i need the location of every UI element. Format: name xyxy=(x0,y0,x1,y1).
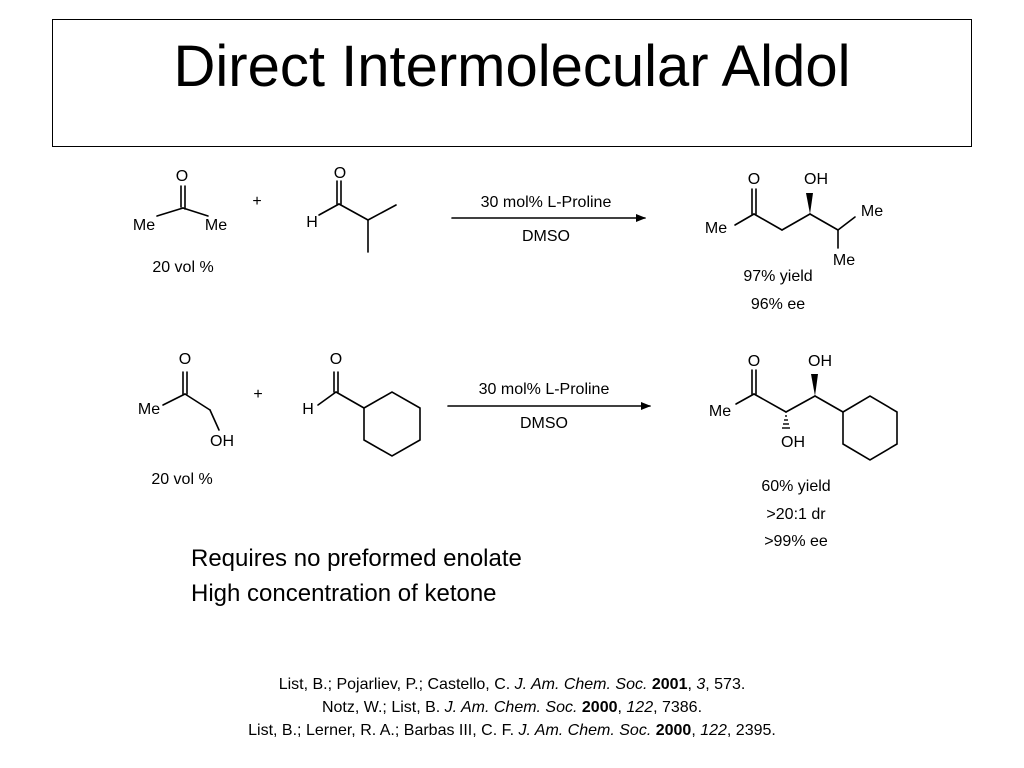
reference-year: 2000 xyxy=(581,699,618,716)
reference-authors: List, B.; Lerner, R. A.; Barbas III, C. … xyxy=(248,722,515,739)
reference-volume: 3 xyxy=(696,676,706,693)
product-1-oh-label: OH xyxy=(804,171,828,188)
note-line: High concentration of ketone xyxy=(191,580,497,607)
solvent-label-2: DMSO xyxy=(520,415,568,432)
product-1-me-bottom-label: Me xyxy=(833,252,855,269)
cyclohexanecarboxaldehyde-structure xyxy=(317,371,421,457)
product-2-oh-bottom-label: OH xyxy=(781,434,805,451)
reference-pages: , 7386. xyxy=(653,699,703,716)
reference-line: Notz, W.; List, B. J. Am. Chem. Soc. 200… xyxy=(321,699,703,716)
reference-line: List, B.; Lerner, R. A.; Barbas III, C. … xyxy=(248,722,776,739)
references: List, B.; Pojarliev, P.; Castello, C. J.… xyxy=(0,673,1024,742)
result-1-ee: 96% ee xyxy=(751,296,805,313)
catalyst-label-1: 30 mol% L-Proline xyxy=(481,194,612,211)
product-2-me-label: Me xyxy=(709,403,731,420)
hash-bond xyxy=(782,415,790,429)
ketone-amount-2: 20 vol % xyxy=(151,471,212,488)
note-line: Requires no preformed enolate xyxy=(191,545,522,572)
acetone-o-label: O xyxy=(176,168,188,185)
hydroxyacetone-oh-label: OH xyxy=(210,433,234,450)
product-1-structure xyxy=(734,188,856,249)
product-2-oh-top-label: OH xyxy=(808,353,832,370)
title-box: Direct Intermolecular Aldol xyxy=(52,19,972,147)
plus-sign-1: + xyxy=(252,193,261,210)
product-1-me-left-label: Me xyxy=(705,220,727,237)
reference-line: List, B.; Pojarliev, P.; Castello, C. J.… xyxy=(278,676,746,693)
result-2-ee: >99% ee xyxy=(764,533,828,550)
reference-volume: 122 xyxy=(626,699,654,716)
hydroxyacetone-me-label: Me xyxy=(138,401,160,418)
reference-volume: 122 xyxy=(700,722,727,739)
solvent-label-1: DMSO xyxy=(522,228,570,245)
reference-authors: List, B.; Pojarliev, P.; Castello, C. xyxy=(278,676,511,693)
acetone-me-right-label: Me xyxy=(205,217,227,234)
acetone-me-left-label: Me xyxy=(133,217,155,234)
aldehyde-o-label-2: O xyxy=(330,351,342,368)
reference-year: 2001 xyxy=(651,676,688,693)
reference-journal: J. Am. Chem. Soc. xyxy=(444,699,578,716)
product-1-o-label: O xyxy=(748,171,760,188)
reference-year: 2000 xyxy=(655,722,692,739)
reference-pages: , 2395. xyxy=(726,722,776,739)
hydroxyacetone-o-label: O xyxy=(179,351,191,368)
wedge-bond-2 xyxy=(811,374,818,396)
product-2-o-label: O xyxy=(748,353,760,370)
result-2-yield: 60% yield xyxy=(761,478,830,495)
hydroxyacetone-structure xyxy=(162,371,220,431)
acetone-structure xyxy=(156,185,209,217)
product-2-structure xyxy=(735,369,898,461)
result-1-yield: 97% yield xyxy=(743,268,812,285)
reference-journal: J. Am. Chem. Soc. xyxy=(518,722,652,739)
reference-authors: Notz, W.; List, B. xyxy=(321,699,441,716)
catalyst-label-2: 30 mol% L-Proline xyxy=(479,381,610,398)
slide-title: Direct Intermolecular Aldol xyxy=(173,34,851,99)
ketone-amount-1: 20 vol % xyxy=(152,259,213,276)
wedge-bond-1 xyxy=(806,193,813,214)
result-2-dr: >20:1 dr xyxy=(766,506,826,523)
aldehyde-o-label-1: O xyxy=(334,165,346,182)
notes: Requires no preformed enolate High conce… xyxy=(191,541,522,611)
reference-journal: J. Am. Chem. Soc. xyxy=(514,676,648,693)
plus-sign-2: + xyxy=(253,386,262,403)
aldehyde-h-label-2: H xyxy=(302,401,314,418)
aldehyde-h-label-1: H xyxy=(306,214,318,231)
isobutyraldehyde-structure xyxy=(318,180,397,253)
product-1-me-right-label: Me xyxy=(861,203,883,220)
reference-pages: , 573. xyxy=(705,676,746,693)
